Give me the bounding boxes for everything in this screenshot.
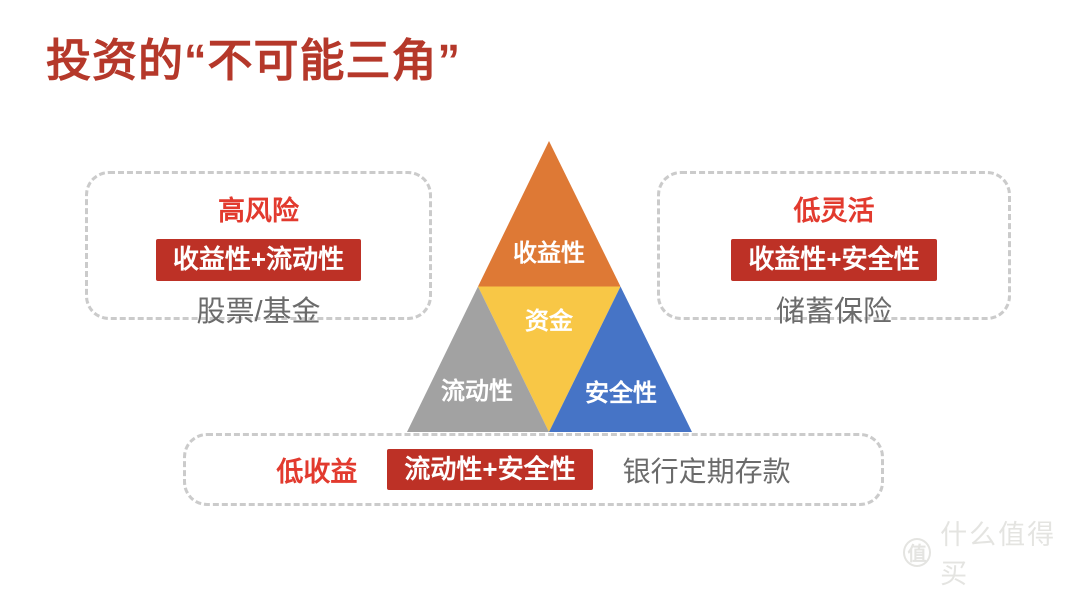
label-safety: 安全性	[585, 379, 657, 407]
risk-tag: 高风险	[218, 196, 299, 226]
callout-low-flexibility: 低灵活 收益性+安全性 储蓄保险	[657, 171, 1011, 328]
smzdm-logo-icon: 值	[903, 537, 932, 567]
callout-low-return: 低收益 流动性+安全性 银行定期存款	[183, 433, 884, 506]
risk-tag: 低收益	[276, 457, 358, 487]
pyramid-svg: 收益性 资金 流动性 安全性	[407, 141, 692, 432]
smzdm-watermark-text: 什么值得买	[940, 520, 1057, 589]
pyramid-segment-funds	[478, 286, 621, 432]
combo-badge: 流动性+安全性	[387, 448, 593, 491]
risk-tag: 低灵活	[793, 196, 875, 226]
watermark: 值 什么值得买	[903, 513, 1080, 591]
label-funds: 资金	[525, 307, 574, 335]
pyramid-segment-profitability	[478, 141, 621, 287]
pyramid-segment-liquidity	[407, 286, 549, 432]
example-label: 银行定期存款	[622, 455, 791, 487]
page-title: 投资的“不可能三角”	[46, 35, 462, 86]
callout-high-risk: 高风险 收益性+流动性 股票/基金	[85, 171, 432, 328]
pyramid-segment-safety	[549, 286, 692, 432]
label-liquidity: 流动性	[441, 378, 513, 405]
combo-badge: 收益性+流动性	[155, 239, 362, 281]
label-profitability: 收益性	[513, 239, 585, 267]
example-label: 股票/基金	[196, 295, 321, 328]
combo-badge: 收益性+安全性	[731, 239, 937, 281]
impossible-triangle-pyramid: 收益性 资金 流动性 安全性	[407, 141, 692, 432]
example-label: 储蓄保险	[775, 295, 892, 328]
